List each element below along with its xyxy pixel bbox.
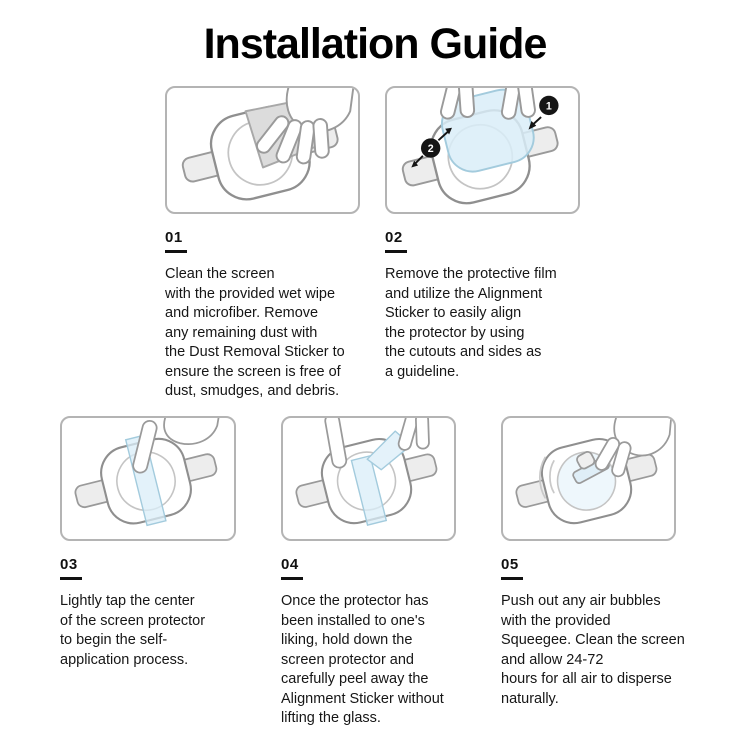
step-1-underline [165, 250, 187, 253]
step-1: 01 Clean the screen with the provided we… [165, 86, 371, 402]
step-5: 05 Push out any air bubbles with the pro… [501, 416, 707, 709]
step-5-number: 05 [501, 556, 519, 573]
step-3: 03 Lightly tap the center of the screen … [60, 416, 266, 670]
step-3-frame [60, 416, 236, 541]
step-3-underline [60, 577, 82, 580]
callout-2-number: 2 [428, 143, 434, 155]
hand-wiping-watch-illustration [181, 88, 355, 201]
tapping-hand-icon [132, 418, 220, 474]
callout-1-number: 1 [546, 100, 552, 112]
page-title: Installation Guide [203, 20, 548, 68]
step-5-frame [501, 416, 676, 541]
callout-1-badge: 1 [528, 95, 559, 130]
step-4-number: 04 [281, 556, 299, 573]
motion-lines-icon [538, 456, 555, 499]
finger-tapping-center-illustration [74, 418, 220, 527]
step-2-description: Remove the protective film and utilize t… [385, 266, 557, 380]
hands-aligning-film-illustration: 1 2 [401, 88, 559, 205]
hold-and-peel-illustration [295, 418, 438, 526]
right-hand-icon [500, 88, 536, 120]
step-3-description: Lightly tap the center of the screen pro… [60, 593, 206, 668]
step-2-frame: 1 2 [385, 86, 580, 214]
arrow-up-right-icon [445, 127, 452, 135]
arrow-down-left-icon [411, 160, 419, 168]
hand-icon [255, 88, 355, 165]
step-4-description: Once the protector has been installed to… [281, 593, 444, 726]
alignment-sticker-icon [350, 454, 388, 526]
watch-icon [74, 434, 218, 527]
peeling-hand-icon [397, 418, 430, 451]
step-2-underline [385, 250, 407, 253]
squeegee-illustration [515, 418, 673, 525]
step-2: 1 2 02 Remove the protective film and ut… [385, 86, 591, 382]
step-1-number: 01 [165, 229, 183, 246]
arrow-down-left-icon [528, 120, 537, 130]
step-2-number: 02 [385, 229, 403, 246]
step-1-description: Clean the screen with the provided wet w… [165, 266, 345, 399]
step-3-number: 03 [60, 556, 78, 573]
step-5-description: Push out any air bubbles with the provid… [501, 593, 685, 707]
step-4-frame [281, 416, 456, 541]
hand-icon [594, 418, 673, 478]
step-4: 04 Once the protector has been installed… [281, 416, 487, 729]
holding-finger-icon [324, 418, 348, 469]
left-hand-icon [439, 88, 476, 120]
callout-2-badge: 2 [411, 127, 452, 168]
step-4-underline [281, 577, 303, 580]
step-5-underline [501, 577, 523, 580]
step-1-frame [165, 86, 360, 214]
